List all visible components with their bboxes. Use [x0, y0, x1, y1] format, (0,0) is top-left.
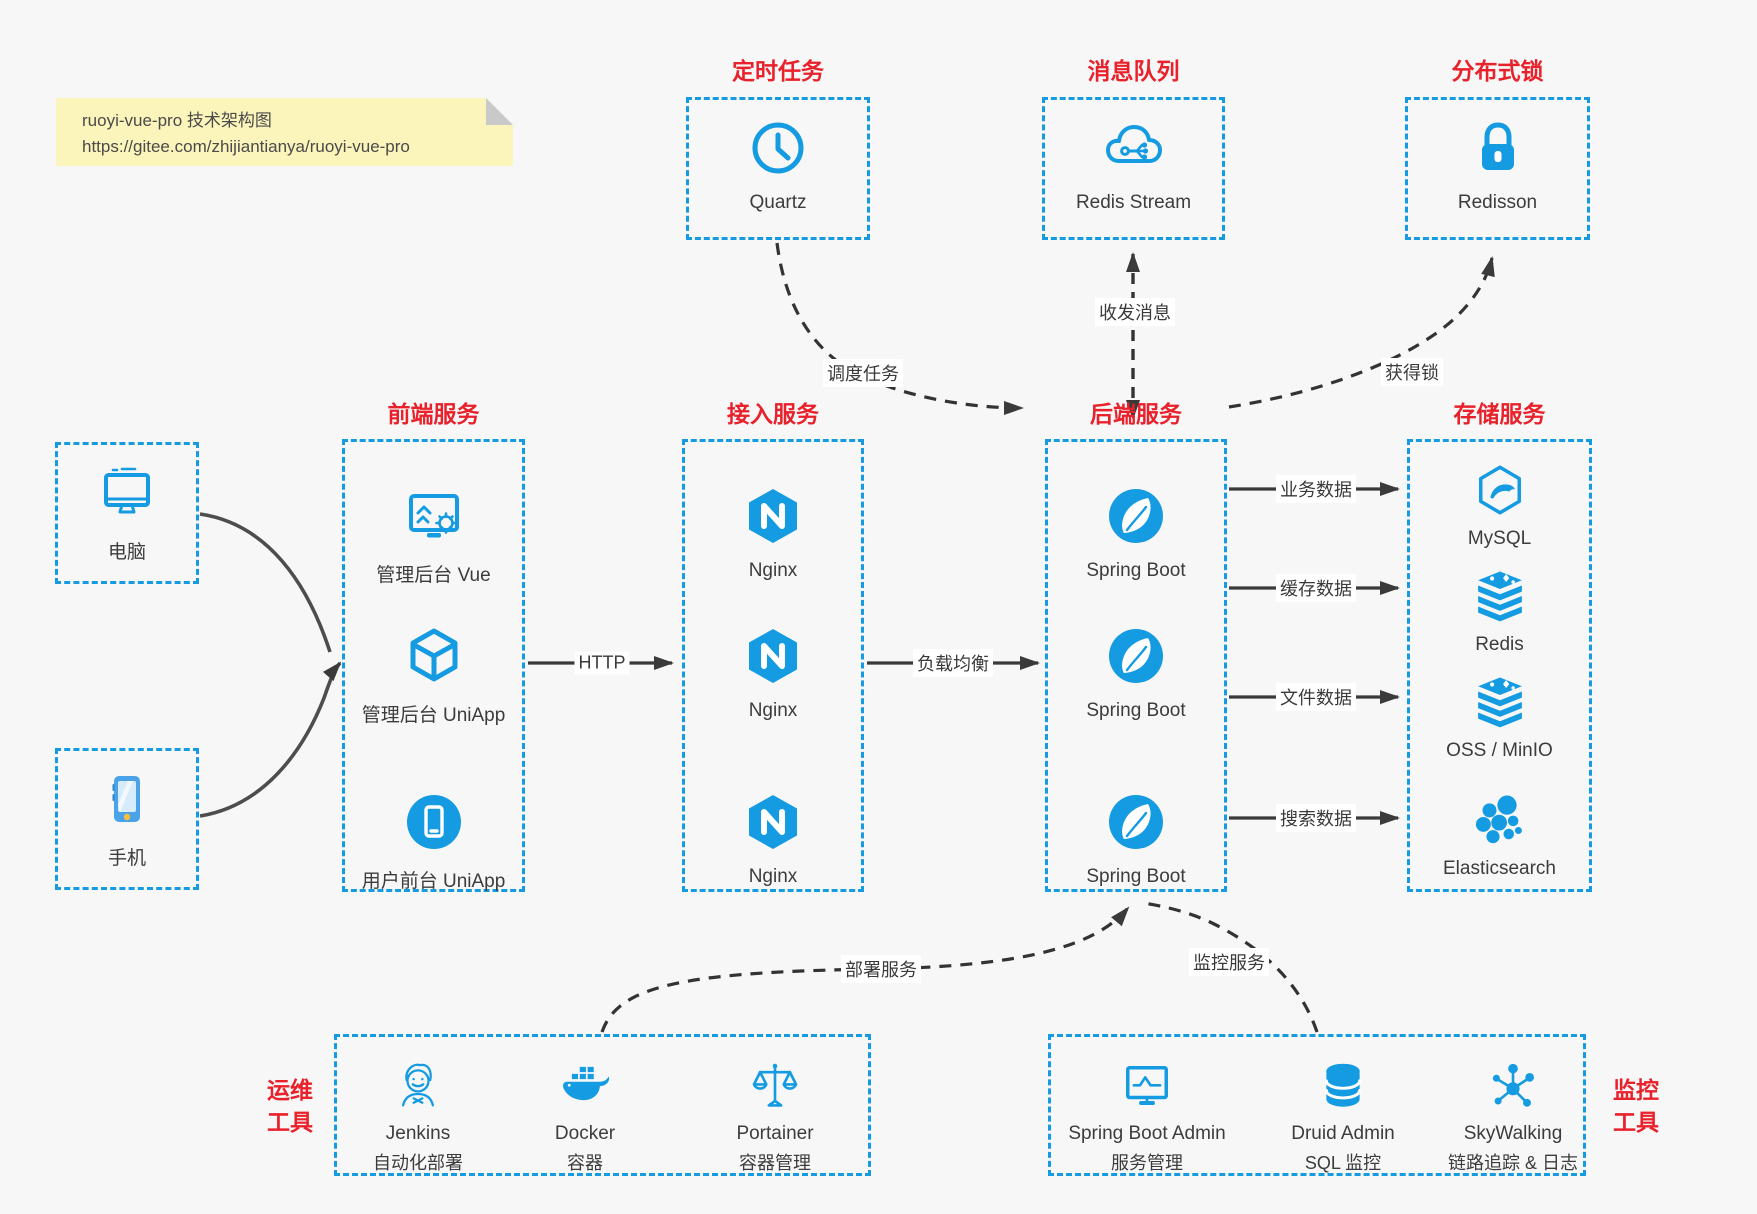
druid-name: Druid Admin	[1291, 1123, 1395, 1144]
docker-desc: 容器	[567, 1153, 603, 1173]
nginx-icon	[741, 484, 805, 548]
note-url: https://gitee.com/zhijiantianya/ruoyi-vu…	[82, 136, 410, 156]
spring-boot-label: Spring Boot	[1086, 560, 1186, 581]
redisson-lock-icon	[1466, 116, 1530, 180]
docker-icon	[557, 1059, 613, 1115]
edge-label-file-data: 文件数据	[1276, 683, 1356, 711]
sba-desc: 服务管理	[1111, 1153, 1183, 1173]
redis-icon	[1472, 568, 1528, 624]
gateway-box: Nginx Nginx Nginx	[682, 439, 864, 892]
nginx-label: Nginx	[748, 700, 798, 721]
mq-title: 消息队列	[1087, 58, 1180, 84]
quartz-label: Quartz	[749, 192, 807, 213]
phone-icon	[95, 767, 159, 831]
backend-box: Spring Boot Spring Boot Spring Boot	[1045, 439, 1227, 892]
nginx-icon	[741, 624, 805, 688]
schedule-title: 定时任务	[732, 58, 824, 84]
edge-label-send-receive-message: 收发消息	[1095, 298, 1175, 326]
edge-label-load-balance: 负载均衡	[913, 649, 993, 677]
storage-box: MySQL Redis	[1407, 439, 1592, 892]
note-title: ruoyi-vue-pro 技术架构图	[82, 111, 272, 130]
jenkins-node: Jenkins 自动化部署	[303, 1059, 533, 1175]
oss-minio-label: OSS / MinIO	[1446, 740, 1553, 761]
skywalking-node: SkyWalking 链路追踪 & 日志	[1398, 1059, 1628, 1175]
mysql-icon	[1472, 462, 1528, 518]
elasticsearch-icon	[1472, 792, 1528, 848]
admin-uniapp-label: 管理后台 UniApp	[361, 705, 506, 726]
jenkins-name: Jenkins	[385, 1123, 451, 1144]
ops-box: Jenkins 自动化部署 Docker 容器	[334, 1034, 871, 1176]
edge-pc-frontend	[199, 512, 332, 653]
edge-label-schedule-task: 调度任务	[823, 359, 903, 387]
spring-boot-icon	[1104, 484, 1168, 548]
ops-side-title: 运维 工具	[267, 1077, 313, 1136]
frontend-box: 管理后台 Vue 管理后台 UniApp 用户前台 UniApp	[342, 439, 525, 892]
gateway-title: 接入服务	[727, 401, 819, 427]
skywalking-topology-icon	[1485, 1059, 1541, 1115]
note-fold-corner	[486, 98, 513, 125]
jenkins-desc: 自动化部署	[373, 1153, 463, 1173]
sticky-note: ruoyi-vue-pro 技术架构图 https://gitee.com/zh…	[56, 98, 513, 166]
admin-vue-label: 管理后台 Vue	[376, 565, 491, 586]
nginx-label: Nginx	[748, 866, 798, 887]
elasticsearch-label: Elasticsearch	[1443, 858, 1556, 879]
druid-database-icon	[1315, 1059, 1371, 1115]
edge-label-monitor-service: 监控服务	[1189, 948, 1269, 976]
pc-box: 电脑	[55, 442, 199, 584]
spring-boot-admin-icon	[1119, 1059, 1175, 1115]
nginx-icon	[741, 790, 805, 854]
edge-label-business-data: 业务数据	[1276, 475, 1356, 503]
edge-label-deploy-service: 部署服务	[841, 955, 921, 983]
spring-boot-label: Spring Boot	[1086, 866, 1186, 887]
monitoring-box: Spring Boot Admin 服务管理 Druid Admin SQL 监…	[1048, 1034, 1586, 1176]
edge-label-http: HTTP	[574, 651, 630, 675]
portainer-desc: 容器管理	[739, 1153, 811, 1173]
redis-stream-label: Redis Stream	[1075, 192, 1192, 213]
spring-boot-label: Spring Boot	[1086, 700, 1186, 721]
edge-schedule-task	[775, 242, 1024, 415]
user-uniapp-label: 用户前台 UniApp	[361, 871, 506, 892]
jenkins-icon	[390, 1059, 446, 1115]
phone-box: 手机	[55, 748, 199, 890]
docker-name: Docker	[554, 1123, 616, 1144]
skywalking-desc: 链路追踪 & 日志	[1447, 1153, 1578, 1173]
druid-node: Druid Admin SQL 监控	[1228, 1059, 1458, 1175]
frontend-title: 前端服务	[387, 401, 480, 427]
backend-title: 后端服务	[1090, 401, 1182, 427]
portainer-node: Portainer 容器管理	[660, 1059, 890, 1175]
edge-phone-frontend	[199, 661, 342, 818]
druid-desc: SQL 监控	[1304, 1153, 1382, 1173]
storage-title: 存储服务	[1453, 401, 1546, 427]
redis-label: Redis	[1475, 634, 1524, 655]
portainer-scales-icon	[747, 1059, 803, 1115]
schedule-box: Quartz	[686, 97, 870, 240]
quartz-clock-icon	[746, 116, 810, 180]
sba-node: Spring Boot Admin 服务管理	[1032, 1059, 1262, 1175]
edge-label-cache-data: 缓存数据	[1276, 574, 1356, 602]
oss-minio-icon	[1472, 674, 1528, 730]
spring-boot-icon	[1104, 790, 1168, 854]
edge-label-acquire-lock: 获得锁	[1381, 358, 1443, 386]
admin-vue-icon	[402, 484, 466, 548]
sba-name: Spring Boot Admin	[1068, 1123, 1226, 1144]
edge-label-search-data: 搜索数据	[1276, 804, 1356, 832]
user-uniapp-icon	[402, 790, 466, 854]
mysql-label: MySQL	[1467, 528, 1532, 549]
mq-box: Redis Stream	[1042, 97, 1225, 240]
docker-node: Docker 容器	[470, 1059, 700, 1175]
portainer-name: Portainer	[736, 1123, 814, 1144]
admin-uniapp-cube-icon	[402, 624, 466, 688]
pc-label: 电脑	[107, 542, 146, 563]
redis-stream-cloud-icon	[1102, 116, 1166, 180]
phone-label: 手机	[107, 848, 146, 869]
monitoring-side-title: 监控 工具	[1613, 1077, 1659, 1136]
spring-boot-icon	[1104, 624, 1168, 688]
lock-title: 分布式锁	[1451, 58, 1544, 84]
redisson-label: Redisson	[1457, 192, 1538, 213]
edge-acquire-lock	[1228, 256, 1495, 409]
nginx-label: Nginx	[748, 560, 798, 581]
skywalking-name: SkyWalking	[1463, 1123, 1563, 1144]
desktop-icon	[95, 461, 159, 525]
lock-box: Redisson	[1405, 97, 1590, 240]
